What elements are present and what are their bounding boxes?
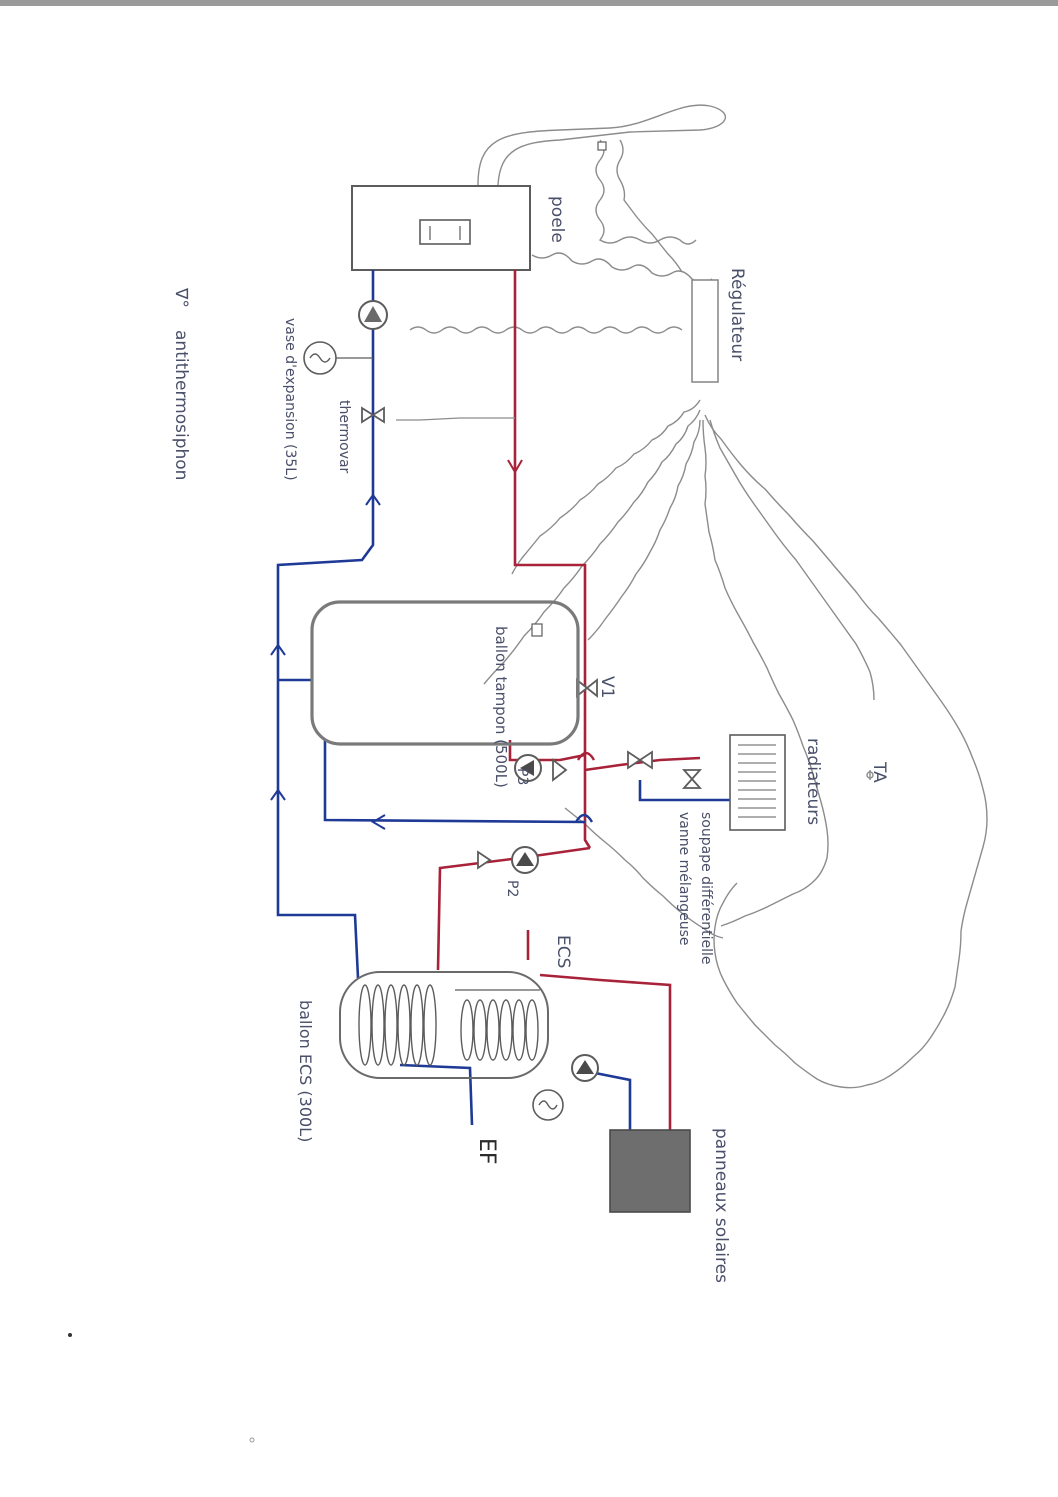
hot-line-vanne bbox=[584, 756, 701, 772]
pump-p3 bbox=[514, 754, 542, 782]
crossings bbox=[576, 751, 596, 761]
label-ef: EF bbox=[474, 1138, 499, 1165]
tampon-sensor bbox=[531, 623, 543, 637]
vase-expansion bbox=[303, 341, 373, 375]
cold-pipes bbox=[276, 270, 730, 1130]
cloud-solar-outline bbox=[704, 414, 988, 1089]
soupape-valve bbox=[681, 769, 703, 789]
label-soupape: soupape différentielle bbox=[698, 812, 714, 965]
poele bbox=[351, 141, 607, 271]
clapet-p3 bbox=[552, 758, 568, 782]
ballon-tampon bbox=[310, 600, 580, 746]
pump-p2 bbox=[511, 846, 539, 874]
wire-radiateurs bbox=[702, 419, 829, 927]
pump-p1 bbox=[358, 300, 388, 330]
valve-v1 bbox=[576, 678, 598, 698]
hot-pipes bbox=[436, 270, 701, 1130]
label-thermovar: thermovar bbox=[336, 400, 352, 474]
hot-line-solar bbox=[539, 973, 672, 1130]
label-p2: P2 bbox=[504, 880, 520, 897]
label-antithermosiphon-symbol: ∇° bbox=[171, 287, 191, 308]
poele-sensor bbox=[597, 141, 607, 151]
flow-arrows bbox=[270, 459, 523, 830]
scan-top-edge bbox=[0, 0, 1058, 6]
label-ballon-ecs: ballon ECS (300L) bbox=[296, 1000, 315, 1142]
label-vase-expansion: vase d'expansion (35L) bbox=[282, 318, 298, 481]
wire-vanne bbox=[587, 419, 701, 641]
wire-p2 bbox=[564, 807, 724, 939]
thermovar-valve bbox=[361, 406, 385, 424]
serpentin-haut bbox=[358, 984, 437, 1066]
wire-poele-regulateur bbox=[595, 139, 697, 245]
label-vanne-melangeuse: vanne mélangeuse bbox=[676, 812, 692, 946]
sensor-wires bbox=[409, 104, 988, 1089]
label-ballon-tampon: ballon tampon (500L) bbox=[492, 626, 510, 788]
label-p3: P3 bbox=[514, 768, 530, 785]
label-v1: V1 bbox=[597, 676, 617, 698]
label-radiateurs: radiateurs bbox=[803, 738, 823, 825]
vase-solar bbox=[532, 1089, 564, 1121]
label-regulateur: Régulateur bbox=[727, 268, 747, 361]
wire-ta bbox=[709, 419, 875, 701]
wire-ballon-tampon bbox=[511, 399, 701, 575]
stray-mark bbox=[249, 1437, 255, 1443]
labels: poele Régulateur vase d'expansion (35L) … bbox=[171, 196, 889, 1283]
regulateur-box bbox=[691, 279, 719, 383]
thermovar-bypass bbox=[396, 417, 515, 421]
hot-line-main bbox=[513, 270, 592, 849]
label-ecs: ECS bbox=[553, 935, 573, 968]
stray-dot bbox=[68, 1333, 72, 1337]
wire-poele-sensor bbox=[531, 252, 713, 283]
radiateur bbox=[729, 734, 786, 831]
label-ta: TA bbox=[869, 761, 889, 783]
vanne-melangeuse-valve bbox=[627, 750, 653, 770]
cold-line-radiateurs bbox=[638, 780, 730, 802]
clapet-p2 bbox=[477, 850, 492, 870]
label-panneaux: panneaux solaires bbox=[711, 1128, 731, 1283]
chimney-pipe bbox=[477, 104, 727, 186]
label-poele: poele bbox=[547, 196, 567, 243]
wire-p1 bbox=[409, 326, 683, 334]
pump-solar bbox=[571, 1054, 599, 1082]
cold-line-main bbox=[276, 270, 375, 979]
cold-line-ecs bbox=[399, 1063, 474, 1126]
valves bbox=[361, 406, 703, 870]
wire-v1 bbox=[483, 409, 701, 685]
cold-line-solar bbox=[589, 1070, 632, 1130]
label-antithermosiphon: antithermosiphon bbox=[171, 330, 191, 480]
ballon-ecs bbox=[339, 971, 549, 1079]
crossing-cold bbox=[574, 813, 594, 823]
cold-line-return bbox=[323, 740, 586, 824]
serpentin-bas bbox=[460, 999, 539, 1061]
panneaux-solaires bbox=[609, 1129, 691, 1213]
